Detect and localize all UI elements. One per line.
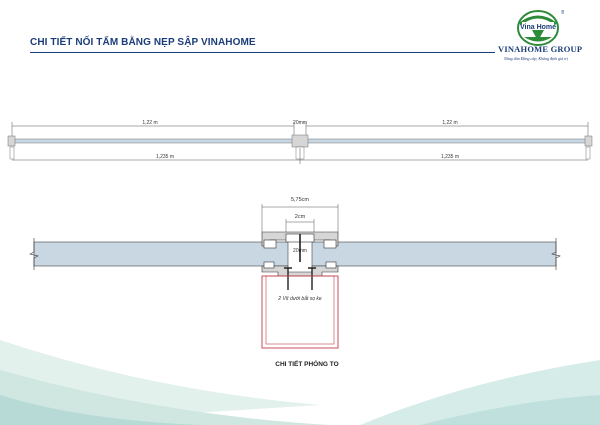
dim-profile-width: 5,75cm — [291, 197, 309, 203]
dim-cap-width: 2cm — [295, 214, 306, 220]
joint-profile-center — [291, 134, 309, 148]
overview-elevation: 1,22 m 20mm 1,22 m 1,235 m 1,235 m — [7, 120, 593, 164]
logo-mark-text: Vina Home — [520, 24, 556, 31]
dim-total-right: 1,235 m — [441, 154, 459, 160]
edge-profile-left — [7, 135, 16, 147]
brand-name: VINAHOME GROUP — [498, 44, 583, 54]
enlarged-detail: 5,75cm 2cm — [29, 197, 561, 349]
support-post — [261, 275, 339, 349]
dim-gap: 20mm — [293, 120, 307, 126]
detail-panel-right — [311, 241, 557, 267]
screws — [284, 234, 316, 290]
bottom-wave-decoration — [0, 340, 600, 425]
support-post-inner — [265, 275, 335, 345]
panel-right — [305, 138, 589, 144]
dim-panel-right: 1,22 m — [442, 120, 457, 126]
break-mark-right — [551, 238, 561, 270]
dim-total-left: 1,235 m — [156, 154, 174, 160]
bottom-base-profile — [261, 261, 339, 277]
screw-note: 2 Vít dưới bắt sọ ke — [277, 295, 322, 302]
panel-left — [11, 138, 295, 144]
brand-tagline: Nâng tầm Đẳng cấp, Khẳng định giá trị — [504, 56, 569, 61]
detail-caption: CHI TIẾT PHÓNG TO — [275, 361, 339, 368]
registered-mark: ® — [561, 9, 564, 16]
dim-panel-left: 1,22 m — [142, 120, 157, 126]
title-underline — [30, 52, 495, 53]
break-mark-left — [29, 238, 39, 270]
vinahome-logo: Vina Home ® — [517, 9, 564, 46]
page-title: CHI TIẾT NỐI TẤM BẰNG NẸP SẬP VINAHOME — [30, 37, 256, 48]
detail-panel-left — [33, 241, 289, 267]
edge-profile-right — [584, 135, 593, 147]
